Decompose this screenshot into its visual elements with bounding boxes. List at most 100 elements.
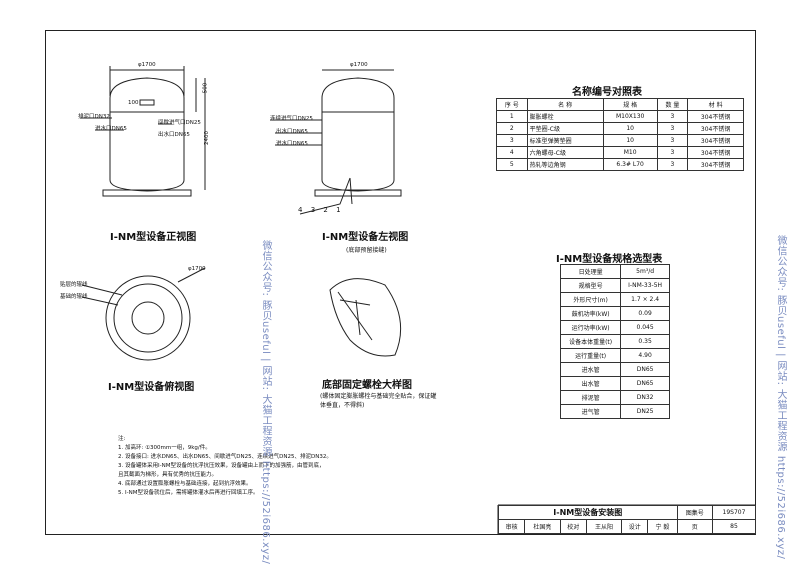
name-table-header: 序 号 名 称 规 格 数 量 材 料 bbox=[496, 98, 744, 111]
front-dim-h1: 500 bbox=[202, 82, 209, 94]
notes: 注: 1. 加高环: ①300mm一组，9kg/件。 2. 设备接口: 进水DN… bbox=[118, 435, 438, 498]
side-callouts: 4 3 2 1 bbox=[298, 206, 341, 214]
side-dim-width: φ1700 bbox=[350, 62, 368, 68]
table-cell: 304不锈钢 bbox=[687, 134, 744, 147]
side-view-subtitle: (底部预留接缝) bbox=[346, 247, 387, 254]
title-block: Ⅰ-NM型设备安装图 图集号 19S707 审核 杜国亮 校对 王从阳 设计 宁… bbox=[497, 505, 757, 534]
spec-key: 进气管 bbox=[559, 404, 622, 419]
table-cell: 304不锈钢 bbox=[687, 146, 744, 159]
table-row: 2 平垫圈-C级 10 3 304不锈钢 bbox=[496, 122, 744, 135]
table-cell: 六角螺母-C级 bbox=[526, 146, 604, 159]
bolt-detail-title: 底部固定螺栓大样图 bbox=[322, 380, 412, 391]
spec-value: 0.09 bbox=[620, 306, 670, 321]
table-cell: 3 bbox=[656, 158, 689, 171]
table-cell: 3 bbox=[496, 134, 528, 147]
spec-key: 运行重量(t) bbox=[559, 348, 622, 363]
table-cell: M10X130 bbox=[602, 110, 658, 123]
spec-key: 设备本体重量(t) bbox=[559, 334, 622, 349]
note-item: 4. 底部通过设置膨胀螺栓与基础连接，起到抗浮效果。 bbox=[118, 481, 252, 487]
top-view-title: Ⅰ-NM型设备俯视图 bbox=[108, 382, 195, 393]
watermark-right: 微信公众号: 豚贝useful | 网站: 大猫工程资源 https://52i… bbox=[775, 235, 786, 560]
table-row: 3 标准型弹簧垫圈 10 3 304不锈钢 bbox=[496, 134, 744, 147]
table-row: 鼓机功率(kW)0.09 bbox=[559, 306, 670, 321]
design-label: 设计 bbox=[621, 519, 649, 534]
top-label-2: 基础的辊线 bbox=[60, 294, 88, 300]
table-cell: 304不锈钢 bbox=[687, 122, 744, 135]
table-row: 设备本体重量(t)0.35 bbox=[559, 334, 670, 349]
table-row: 运行重量(t)4.90 bbox=[559, 348, 670, 363]
spec-value: 0.045 bbox=[620, 320, 670, 335]
notes-head: 注: bbox=[118, 436, 126, 442]
spec-value: DN65 bbox=[620, 362, 670, 377]
title-block-row: 审核 杜国亮 校对 王从阳 设计 宁 毅 页 85 bbox=[497, 519, 757, 534]
table-cell: 热轧等边角钢 bbox=[526, 158, 604, 171]
drawing-sheet bbox=[45, 30, 756, 535]
table-cell: 2 bbox=[496, 122, 528, 135]
spec-value: 5m³/d bbox=[620, 264, 670, 279]
atlas-label: 图集号 bbox=[676, 505, 713, 520]
note-item: 3. 设备罐体采用I-NM型设备的抗浮抗压效果，设备罐由上而下的加强筋，由管到底… bbox=[118, 463, 325, 469]
name-table-title: 名称编号对照表 bbox=[572, 87, 642, 98]
spec-value: 1.7 × 2.4 bbox=[620, 292, 670, 307]
table-cell: 3 bbox=[656, 146, 689, 159]
spec-key: 进水管 bbox=[559, 362, 622, 377]
front-label-vent: 间歇进气口DN25 bbox=[158, 120, 201, 126]
spec-key: 日处理量 bbox=[559, 264, 622, 279]
spec-key: 外形尺寸(m) bbox=[559, 292, 622, 307]
review-label: 审核 bbox=[497, 519, 526, 534]
table-cell: 3 bbox=[656, 134, 689, 147]
title-block-row: Ⅰ-NM型设备安装图 图集号 19S707 bbox=[498, 505, 757, 520]
spec-table-title: Ⅰ-NM型设备规格选型表 bbox=[556, 254, 663, 265]
side-label-cont: 连续进气口DN25 bbox=[270, 116, 313, 122]
table-row: 5 热轧等边角钢 6.3# L70 3 304不锈钢 bbox=[496, 158, 744, 171]
front-label-drain: 排泥口DN32 bbox=[78, 114, 110, 120]
spec-value: DN25 bbox=[620, 404, 670, 419]
spec-key: 鼓机功率(kW) bbox=[559, 306, 622, 321]
front-dim-width: φ1700 bbox=[138, 62, 156, 68]
table-cell: 6.3# L70 bbox=[602, 158, 658, 171]
designer-name: 宁 毅 bbox=[647, 519, 678, 534]
table-cell: 标准型弹簧垫圈 bbox=[526, 134, 604, 147]
front-label-outlet: 出水口DN65 bbox=[158, 132, 190, 138]
header-cell: 序 号 bbox=[496, 98, 528, 111]
page-label: 页 bbox=[676, 519, 713, 534]
note-item: 2. 设备接口: 进水DN65、出水DN65、间歇进气DN25、连续进气DN25… bbox=[118, 454, 332, 460]
header-cell: 名 称 bbox=[526, 98, 604, 111]
header-cell: 材 料 bbox=[687, 98, 744, 111]
table-cell: 平垫圈-C级 bbox=[526, 122, 604, 135]
header-cell: 数 量 bbox=[656, 98, 689, 111]
spec-value: DN65 bbox=[620, 376, 670, 391]
checker-name: 王从阳 bbox=[585, 519, 623, 534]
watermark-left: 微信公众号: 豚贝useful | 网站: 大猫工程资源 https://52i… bbox=[260, 240, 271, 565]
front-label-inlet: 进水口DN65 bbox=[95, 126, 127, 132]
spec-value: I-NM-33-5H bbox=[620, 278, 670, 293]
check-label: 校对 bbox=[559, 519, 587, 534]
table-cell: M10 bbox=[602, 146, 658, 159]
spec-value: 4.90 bbox=[620, 348, 670, 363]
table-cell: 1 bbox=[496, 110, 528, 123]
note-item: 且其截面为梯形，具有优秀的抗压能力。 bbox=[118, 472, 218, 478]
spec-value: DN32 bbox=[620, 390, 670, 405]
spec-key: 运行功率(kW) bbox=[559, 320, 622, 335]
table-cell: 10 bbox=[602, 134, 658, 147]
spec-key: 规格型号 bbox=[559, 278, 622, 293]
table-cell: 膨胀螺栓 bbox=[526, 110, 604, 123]
reviewer-name: 杜国亮 bbox=[524, 519, 561, 534]
table-cell: 3 bbox=[656, 110, 689, 123]
bolt-detail-note: (螺体固定膨胀螺栓与基础完全贴合，保证罐体垂直，不得斜) bbox=[320, 393, 437, 409]
table-cell: 304不锈钢 bbox=[687, 110, 744, 123]
name-table: 序 号 名 称 规 格 数 量 材 料 1 膨胀螺栓 M10X130 3 304… bbox=[496, 98, 744, 171]
top-dim: φ1700 bbox=[188, 266, 206, 272]
table-row: 4 六角螺母-C级 M10 3 304不锈钢 bbox=[496, 146, 744, 159]
table-cell: 10 bbox=[602, 122, 658, 135]
table-cell: 5 bbox=[496, 158, 528, 171]
front-dim-100: 100 bbox=[128, 100, 139, 106]
table-row: 外形尺寸(m)1.7 × 2.4 bbox=[559, 292, 670, 307]
front-view-title: Ⅰ-NM型设备正视图 bbox=[110, 232, 197, 243]
table-row: 运行功率(kW)0.045 bbox=[559, 320, 670, 335]
